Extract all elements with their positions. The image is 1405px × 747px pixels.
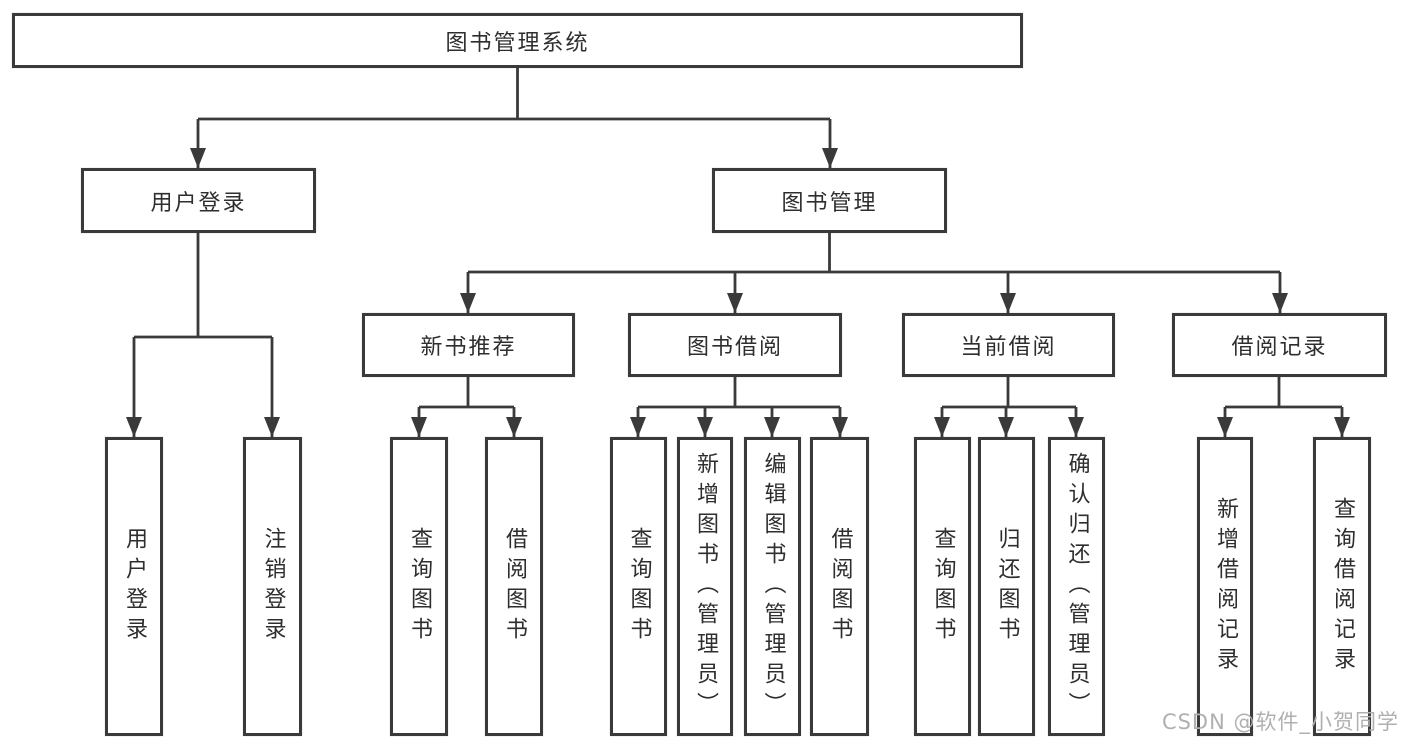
leaf-add-borrow-record: 新增借阅记录 [1197, 437, 1253, 736]
leaf-query-books-borrow-label: 查询图书 [626, 526, 652, 647]
node-book-management: 图书管理 [712, 168, 947, 233]
leaf-confirm-return-admin: 确认归还（管理员） [1048, 437, 1105, 736]
node-new-book-recommendation: 新书推荐 [362, 313, 575, 377]
leaf-query-borrow-record-label: 查询借阅记录 [1330, 496, 1355, 677]
leaf-logout-login-label: 注销登录 [260, 526, 286, 647]
leaf-edit-books-admin-label: 编辑图书（管理员） [760, 451, 786, 722]
connector-current-borrowing-to-leaves [934, 377, 1084, 437]
connector-new-book-rec-to-leaves [411, 377, 522, 437]
node-library-management-system: 图书管理系统 [12, 13, 1023, 68]
connector-book-borrowing-to-leaves [630, 377, 848, 437]
leaf-query-borrow-record: 查询借阅记录 [1313, 437, 1371, 736]
leaf-user-login: 用户登录 [105, 437, 163, 736]
node-book-borrowing: 图书借阅 [628, 313, 842, 377]
leaf-borrow-books-rec-label: 借阅图书 [502, 526, 527, 647]
leaf-query-books-rec-label: 查询图书 [407, 526, 432, 647]
leaf-query-books-current: 查询图书 [914, 437, 971, 736]
leaf-add-books-admin: 新增图书（管理员） [677, 437, 733, 736]
leaf-edit-books-admin: 编辑图书（管理员） [744, 437, 801, 736]
connector-user-login-to-leaves [126, 233, 280, 437]
leaf-return-books-label: 归还图书 [994, 526, 1020, 647]
leaf-user-login-label: 用户登录 [122, 526, 147, 647]
leaf-borrow-books: 借阅图书 [810, 437, 869, 736]
leaf-query-books-borrow: 查询图书 [610, 437, 667, 736]
leaf-confirm-return-admin-label: 确认归还（管理员） [1064, 451, 1090, 722]
connector-book-management-to-level3 [460, 233, 1288, 313]
node-user-login: 用户登录 [81, 168, 316, 233]
leaf-borrow-books-rec: 借阅图书 [485, 437, 543, 736]
node-current-borrowing: 当前借阅 [902, 313, 1115, 377]
node-borrowing-records: 借阅记录 [1172, 313, 1387, 377]
connector-root-to-level2 [190, 68, 838, 168]
leaf-borrow-books-label: 借阅图书 [827, 526, 853, 647]
leaf-query-books-current-label: 查询图书 [930, 526, 956, 647]
leaf-query-books-rec: 查询图书 [390, 437, 448, 736]
leaf-add-books-admin-label: 新增图书（管理员） [693, 451, 718, 722]
leaf-add-borrow-record-label: 新增借阅记录 [1213, 496, 1238, 677]
connector-borrowing-records-to-leaves [1217, 377, 1350, 437]
leaf-logout-login: 注销登录 [243, 437, 302, 736]
csdn-watermark: CSDN @软件_小贺同学 [1161, 710, 1399, 734]
leaf-return-books: 归还图书 [978, 437, 1035, 736]
